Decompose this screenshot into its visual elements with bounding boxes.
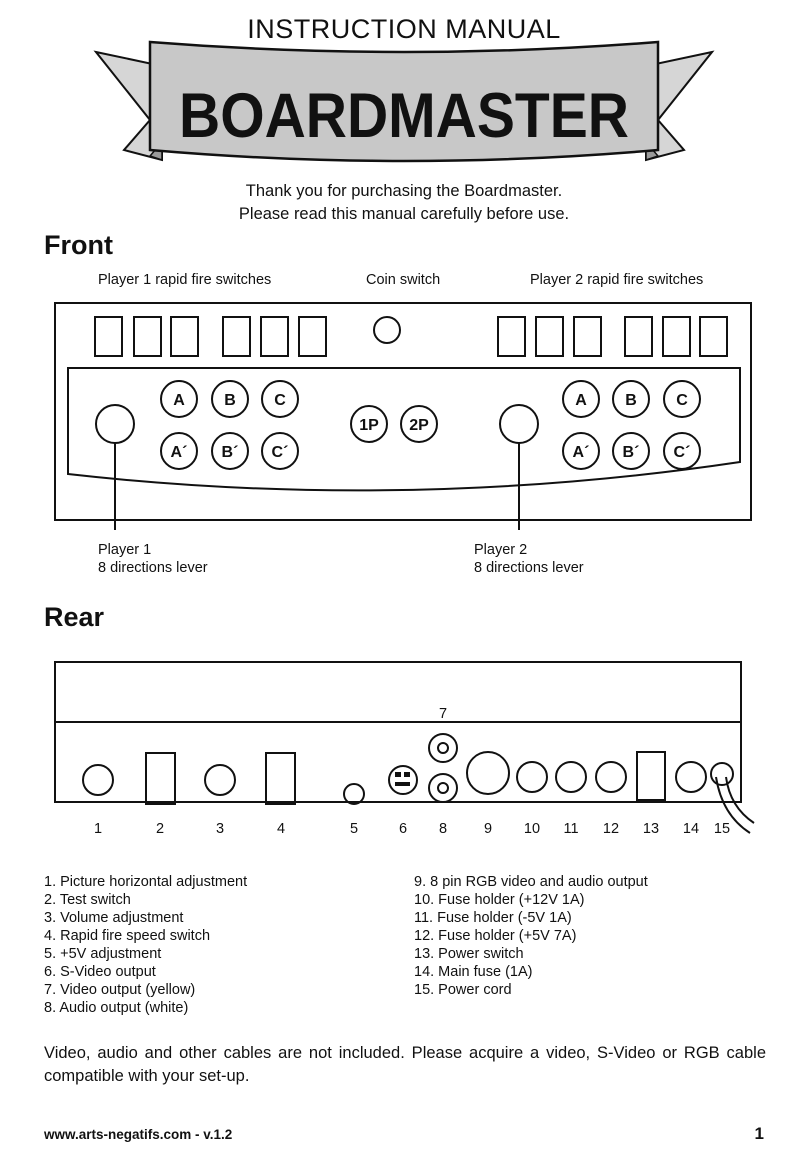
rear-num-5: 5 bbox=[350, 821, 358, 837]
legend-item: 13. Power switch bbox=[414, 946, 524, 962]
legend-item: 8. Audio output (white) bbox=[44, 1000, 189, 1016]
front-panel-diagram: A B C A´ B´ C´ 1P 2P A B C A´ B´ C´ bbox=[54, 302, 752, 530]
p2-button-b2: B´ bbox=[623, 444, 640, 461]
banner-body bbox=[148, 40, 660, 163]
main-fuse bbox=[675, 761, 707, 793]
rear-num-12: 12 bbox=[603, 821, 619, 837]
p2-lever-label: Player 2 8 directions lever bbox=[474, 541, 584, 577]
front-panel-outline bbox=[54, 302, 752, 521]
rear-heading: Rear bbox=[44, 602, 105, 632]
rear-num-1: 1 bbox=[94, 821, 102, 837]
legend-item: 9. 8 pin RGB video and audio output bbox=[414, 874, 648, 890]
legend-item: 12. Fuse holder (+5V 7A) bbox=[414, 928, 577, 944]
rear-num-2: 2 bbox=[156, 821, 164, 837]
p1-button-c: C bbox=[274, 392, 286, 409]
power-cord-grommet bbox=[710, 762, 734, 786]
rear-num-9: 9 bbox=[484, 821, 492, 837]
rear-panel-diagram: 7 1 2 3 4 5 6 8 9 10 11 12 13 14 15 bbox=[54, 661, 755, 837]
rear-label-7: 7 bbox=[439, 706, 447, 722]
legend-item: 11. Fuse holder (-5V 1A) bbox=[414, 910, 572, 926]
coin-switch-label: Coin switch bbox=[366, 272, 441, 288]
legend-item: 3. Volume adjustment bbox=[44, 910, 184, 926]
rear-num-3: 3 bbox=[216, 821, 224, 837]
rear-num-14: 14 bbox=[683, 821, 699, 837]
rear-num-15: 15 bbox=[714, 821, 730, 837]
start-1p-button: 1P bbox=[359, 417, 379, 434]
product-name: BOARDMASTER bbox=[179, 81, 629, 151]
p1-button-c2: C´ bbox=[272, 444, 289, 461]
p1-joystick bbox=[95, 404, 135, 444]
rear-panel-outline bbox=[54, 661, 742, 803]
p1-rapid-switches bbox=[94, 316, 327, 357]
p2-lever-line-1: Player 2 bbox=[474, 542, 528, 558]
legend-item: 14. Main fuse (1A) bbox=[414, 964, 533, 980]
manual-title: INSTRUCTION MANUAL bbox=[247, 14, 561, 44]
audio-out-port bbox=[428, 773, 458, 803]
control-deck-outline bbox=[67, 367, 741, 492]
thanks-line-1: Thank you for purchasing the Boardmaster… bbox=[245, 182, 563, 200]
legend-right: 9. 8 pin RGB video and audio output 10. … bbox=[414, 873, 648, 999]
rapid-speed-switch bbox=[265, 752, 296, 805]
rear-num-10: 10 bbox=[524, 821, 540, 837]
thanks-line-2: Please read this manual carefully before… bbox=[238, 205, 570, 223]
p1-button-b: B bbox=[224, 392, 236, 409]
page-number: 1 bbox=[754, 1124, 764, 1143]
p1-lever-line-1: Player 1 bbox=[98, 542, 152, 558]
p1-lever-label: Player 1 8 directions lever bbox=[98, 541, 208, 577]
legend-item: 7. Video output (yellow) bbox=[44, 982, 196, 998]
p1-button-b2: B´ bbox=[222, 444, 239, 461]
p2-button-c2: C´ bbox=[674, 444, 691, 461]
fuse-m5v bbox=[555, 761, 587, 793]
h-adjust-knob bbox=[82, 764, 114, 796]
test-switch bbox=[145, 752, 176, 805]
legend-item: 10. Fuse holder (+12V 1A) bbox=[414, 892, 585, 908]
fuse-12v bbox=[516, 761, 548, 793]
p1-rapid-label: Player 1 rapid fire switches bbox=[98, 272, 272, 288]
rgb-port bbox=[466, 751, 510, 795]
p2-button-a: A bbox=[575, 392, 587, 409]
footer-website: www.arts-negatifs.com - v.1.2 bbox=[44, 1127, 233, 1142]
rear-num-13: 13 bbox=[643, 821, 659, 837]
p2-rapid-label: Player 2 rapid fire switches bbox=[530, 272, 704, 288]
p1-button-a: A bbox=[173, 392, 185, 409]
s-video-port bbox=[388, 765, 418, 795]
p1-lever-line-2: 8 directions lever bbox=[98, 560, 208, 576]
p2-button-a2: A´ bbox=[573, 444, 590, 461]
fuse-5v bbox=[595, 761, 627, 793]
front-heading: Front bbox=[44, 230, 113, 260]
rear-num-4: 4 bbox=[277, 821, 285, 837]
rear-num-11: 11 bbox=[563, 821, 578, 837]
rear-num-8: 8 bbox=[439, 821, 447, 837]
p2-rapid-switches bbox=[497, 316, 728, 357]
legend-item: 15. Power cord bbox=[414, 982, 512, 998]
banner-logo: BOARDMASTER bbox=[93, 40, 715, 163]
rear-num-6: 6 bbox=[399, 821, 407, 837]
p2-button-c: C bbox=[676, 392, 688, 409]
coin-switch bbox=[373, 316, 401, 344]
power-switch bbox=[636, 751, 666, 801]
5v-adjust-knob bbox=[343, 783, 365, 805]
start-2p-button: 2P bbox=[409, 417, 429, 434]
legend-item: 1. Picture horizontal adjustment bbox=[44, 874, 248, 890]
power-cord-line-1 bbox=[715, 776, 751, 834]
legend-item: 5. +5V adjustment bbox=[44, 946, 162, 962]
legend-item: 2. Test switch bbox=[44, 892, 131, 908]
legend-item: 4. Rapid fire speed switch bbox=[44, 928, 211, 944]
power-cord-line-2 bbox=[725, 776, 755, 824]
cables-note: Video, audio and other cables are not in… bbox=[44, 1044, 766, 1085]
p2-joystick bbox=[499, 404, 539, 444]
thank-you-text: Thank you for purchasing the Boardmaster… bbox=[0, 180, 808, 226]
s-video-pins bbox=[395, 772, 410, 786]
p1-button-a2: A´ bbox=[171, 444, 188, 461]
legend-item: 6. S-Video output bbox=[44, 964, 156, 980]
p2-button-b: B bbox=[625, 392, 637, 409]
video-out-port bbox=[428, 733, 458, 763]
legend-left: 1. Picture horizontal adjustment 2. Test… bbox=[44, 873, 247, 1017]
volume-knob bbox=[204, 764, 236, 796]
p2-lever-line-2: 8 directions lever bbox=[474, 560, 584, 576]
